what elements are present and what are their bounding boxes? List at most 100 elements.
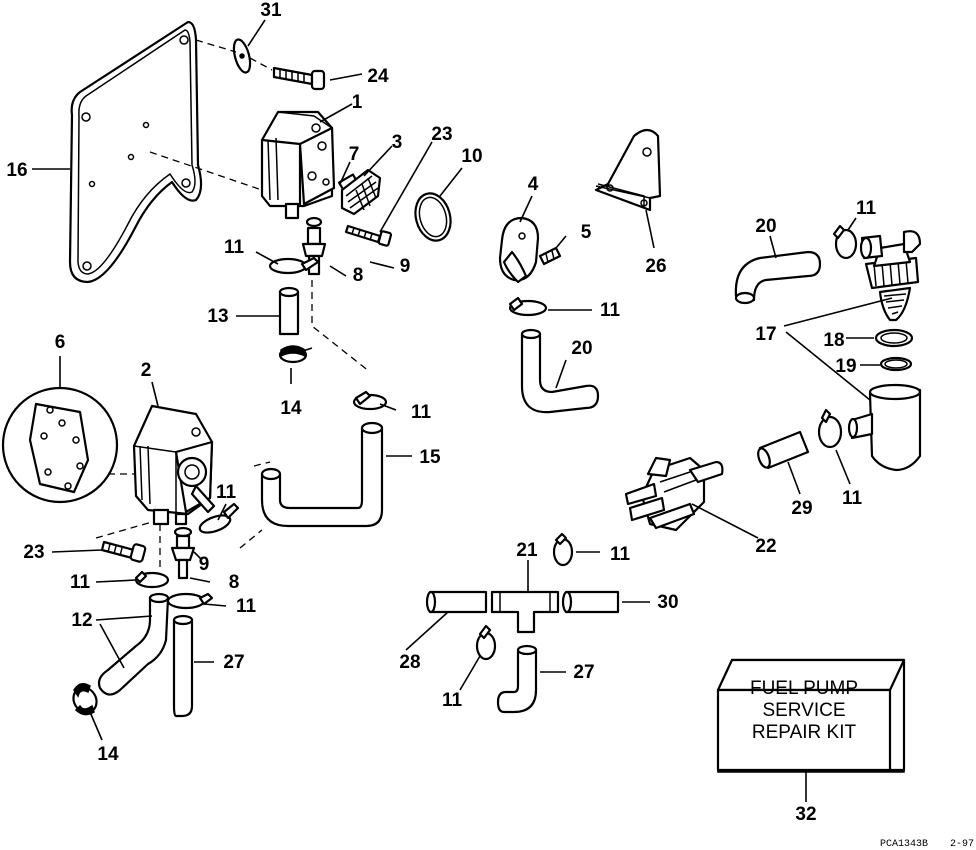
hose-part-28 xyxy=(425,590,488,614)
assembly-line-23-lower xyxy=(95,521,153,539)
filter-bowl-part-17 xyxy=(847,383,922,472)
callout-6: 6 xyxy=(55,332,66,353)
callout-4: 4 xyxy=(528,174,539,195)
callout-32: 32 xyxy=(795,804,816,825)
cover-part-4 xyxy=(498,216,540,284)
hose-part-12 xyxy=(97,592,170,696)
callout-28: 28 xyxy=(399,652,420,673)
callout-19: 19 xyxy=(835,356,856,377)
hose-part-27-left xyxy=(172,614,194,718)
callout-5: 5 xyxy=(581,222,592,243)
callout-30: 30 xyxy=(657,592,678,613)
callout-23-upper: 23 xyxy=(431,124,452,145)
callout-27-left: 27 xyxy=(223,652,244,673)
kit-label-line-1: FUEL PUMP xyxy=(750,678,858,699)
drawing-date: 2-97 xyxy=(950,839,974,850)
clip-part-14-upper xyxy=(278,345,313,364)
callout-10: 10 xyxy=(461,146,482,167)
hose-part-13 xyxy=(278,286,300,336)
callout-20-center: 20 xyxy=(571,338,592,359)
screw-part-23-upper xyxy=(344,224,393,247)
callout-11-right-bottom: 11 xyxy=(842,488,863,509)
hose-clamp-part-11-lower-right xyxy=(198,502,240,534)
hose-clamp-part-11-lower-b xyxy=(166,592,214,610)
callout-11-tee-top: 11 xyxy=(610,544,631,565)
assembly-line-31-24 xyxy=(249,57,273,71)
filter-cap-part-17 xyxy=(859,230,922,290)
callout-11-lower-a: 11 xyxy=(70,572,91,593)
hose-clamp-part-11-tee-bottom xyxy=(475,624,497,661)
assembly-line-31-16 xyxy=(195,39,237,53)
hose-part-20-right xyxy=(734,250,822,305)
o-ring-part-18-inner xyxy=(880,332,908,344)
callout-11-mid: 11 xyxy=(411,402,432,423)
callout-8-lower: 8 xyxy=(229,572,240,593)
callout-11-right-top: 11 xyxy=(856,198,877,219)
callout-11-tee-bottom: 11 xyxy=(442,690,463,711)
screw-part-24 xyxy=(272,66,326,91)
hose-clamp-part-11-right-bottom xyxy=(817,408,843,449)
hose-clamp-part-11-right-top xyxy=(832,224,858,260)
callout-7: 7 xyxy=(349,144,360,165)
callout-11-upper-left: 11 xyxy=(224,237,245,258)
callout-12: 12 xyxy=(71,610,92,631)
gasket-detail-part-6 xyxy=(1,386,119,504)
callout-29: 29 xyxy=(791,498,812,519)
callout-numbers: 31 24 1 3 7 23 10 16 11 8 9 13 14 11 15 … xyxy=(6,0,876,825)
hose-clamp-part-11-center xyxy=(508,296,548,317)
callout-8-upper: 8 xyxy=(353,265,364,286)
kit-label-line-2: SERVICE xyxy=(762,700,845,721)
callout-9-lower: 9 xyxy=(199,554,210,575)
assembly-line-15 xyxy=(239,461,271,549)
kit-label-line-3: REPAIR KIT xyxy=(752,722,857,743)
washer-part-31 xyxy=(232,38,252,74)
tee-fitting-part-21 xyxy=(490,590,560,634)
mounting-plate-part-16 xyxy=(68,20,203,284)
hose-clamp-part-11-mid xyxy=(352,390,388,411)
callout-2: 2 xyxy=(141,360,152,381)
callout-11-lower-b: 11 xyxy=(236,596,257,617)
callout-15: 15 xyxy=(419,447,441,468)
callout-22: 22 xyxy=(755,536,776,557)
callout-13: 13 xyxy=(207,306,228,327)
callout-3: 3 xyxy=(392,132,403,153)
fitting-part-8-lower xyxy=(170,526,196,580)
hose-clamp-part-11-upper-left xyxy=(268,256,320,275)
hose-part-29 xyxy=(757,430,810,470)
callout-11-lower-right: 11 xyxy=(216,482,237,503)
callout-9-upper: 9 xyxy=(400,256,411,277)
filter-element-part-17 xyxy=(878,286,912,322)
assembly-line-fitting-hose xyxy=(311,280,371,373)
hose-part-30 xyxy=(561,590,620,614)
callout-17: 17 xyxy=(755,324,776,345)
hose-part-27-right xyxy=(496,644,538,714)
bracket-part-26 xyxy=(594,128,662,212)
hose-part-20-center xyxy=(520,328,600,414)
callout-27-right: 27 xyxy=(573,662,594,683)
callout-11-center: 11 xyxy=(600,300,621,321)
callout-24: 24 xyxy=(367,66,389,87)
upper-fuel-pump-part-1 xyxy=(260,110,336,220)
callout-14-upper: 14 xyxy=(280,398,302,419)
callout-18: 18 xyxy=(823,330,844,351)
callout-26: 26 xyxy=(645,256,666,277)
hose-clamp-part-11-lower-a xyxy=(134,570,170,589)
clip-part-14-lower xyxy=(72,683,98,716)
valve-assembly-part-22 xyxy=(624,456,724,532)
screw-part-23-lower xyxy=(100,540,147,563)
screw-part-5 xyxy=(538,246,562,266)
filter-screen-part-3 xyxy=(340,168,382,216)
callout-31: 31 xyxy=(260,0,282,21)
hose-part-15 xyxy=(260,421,384,528)
callout-20-right: 20 xyxy=(755,216,776,237)
callout-14-lower: 14 xyxy=(97,744,119,765)
seal-part-9-upper xyxy=(305,216,323,228)
o-ring-part-10-inner xyxy=(418,196,448,238)
drawing-code: PCA1343B xyxy=(880,839,928,850)
repair-kit-part-32: FUEL PUMP SERVICE REPAIR KIT xyxy=(716,658,906,773)
o-ring-part-19-inner xyxy=(884,359,908,369)
callout-16: 16 xyxy=(6,160,27,181)
callout-1: 1 xyxy=(352,92,363,113)
leader-lines xyxy=(32,19,893,802)
